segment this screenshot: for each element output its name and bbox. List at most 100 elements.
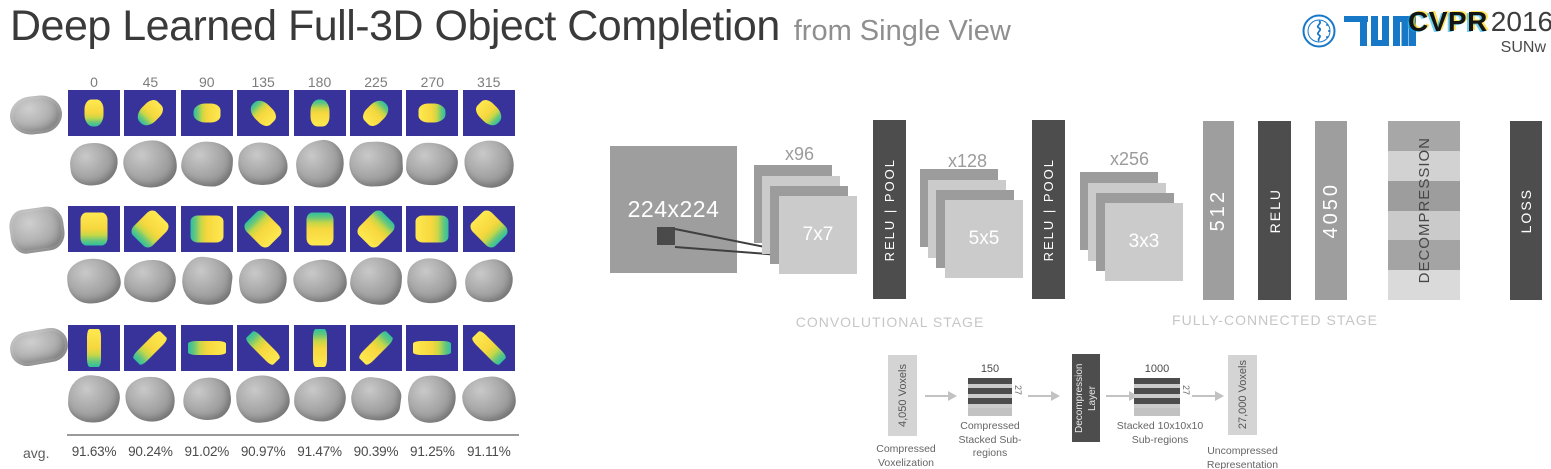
uncompressed-voxels-bar: 27,000 Voxels bbox=[1228, 355, 1257, 435]
depth-render bbox=[190, 215, 224, 243]
depth-map-cell bbox=[349, 90, 402, 136]
reconstructed-mesh bbox=[461, 375, 517, 423]
depth-render bbox=[80, 212, 108, 246]
reconstructed-mesh bbox=[67, 139, 121, 189]
avg-value: 91.11% bbox=[466, 444, 511, 459]
reconstructed-mesh bbox=[180, 140, 234, 188]
arrow-right-icon bbox=[1106, 391, 1138, 401]
avg-value: 91.63% bbox=[71, 444, 117, 459]
depth-map-cell bbox=[68, 90, 120, 136]
depth-map-cell bbox=[124, 90, 177, 136]
tum-logo-group bbox=[1300, 12, 1416, 50]
depth-render bbox=[413, 341, 452, 355]
depth-map-cell bbox=[349, 325, 402, 371]
depth-map-cell bbox=[124, 325, 177, 371]
depth-map-cell bbox=[406, 325, 459, 371]
reconstructed-mesh bbox=[292, 375, 347, 423]
depth-map-cell bbox=[293, 325, 346, 371]
depth-render bbox=[187, 341, 226, 355]
compressed-stack bbox=[968, 378, 1012, 416]
kernel-size-label: 5x5 bbox=[968, 228, 1000, 249]
depth-map-cell bbox=[180, 325, 233, 371]
depth-render bbox=[84, 99, 104, 127]
depth-render bbox=[415, 215, 449, 243]
depth-map-cell bbox=[462, 325, 515, 371]
reconstructed-mesh bbox=[349, 256, 403, 306]
tum-wordmark bbox=[1344, 16, 1416, 46]
avg-value: 90.24% bbox=[128, 444, 173, 459]
reconstructed-mesh bbox=[404, 255, 460, 307]
reconstructed-mesh bbox=[348, 374, 404, 424]
depth-map-cell bbox=[462, 90, 515, 136]
reconstructed-mesh bbox=[235, 374, 291, 424]
fc-stage-label: FULLY-CONNECTED STAGE bbox=[1172, 312, 1378, 328]
depth-map-cell bbox=[180, 206, 233, 252]
uncompressed-stack bbox=[1134, 378, 1180, 416]
angle-label: 90 bbox=[198, 74, 215, 90]
depth-map-cell bbox=[293, 206, 346, 252]
reconstructed-mesh bbox=[180, 374, 234, 424]
depth-render bbox=[467, 207, 510, 251]
reconstructed-mesh bbox=[292, 137, 347, 191]
depth-render bbox=[132, 329, 169, 367]
filter-count-label: x96 bbox=[784, 144, 815, 164]
decompression-layer-bar: Decompression Layer bbox=[1072, 354, 1100, 442]
input-model bbox=[7, 325, 71, 369]
cvpr-name: CVPR bbox=[1408, 6, 1488, 37]
pipeline-caption: Compressed Voxelization bbox=[876, 443, 936, 469]
depth-render bbox=[134, 96, 167, 130]
compressed-voxels-bar: 4,050 Voxels bbox=[888, 355, 917, 436]
reconstructed-mesh bbox=[405, 141, 459, 187]
depth-render bbox=[312, 329, 327, 367]
pipeline-caption: Stacked 10x10x10 Sub-regions bbox=[1116, 420, 1204, 446]
depth-map-cell bbox=[124, 206, 177, 252]
relu-bar: RELU bbox=[1258, 121, 1291, 300]
depth-render bbox=[472, 96, 505, 130]
depth-map-cell bbox=[293, 90, 346, 136]
avg-value: 91.47% bbox=[297, 444, 342, 459]
reconstructed-mesh bbox=[123, 258, 178, 304]
relu-pool-bar: RELU | POOL bbox=[873, 120, 906, 299]
reconstructed-mesh bbox=[179, 254, 235, 308]
reconstructed-mesh bbox=[122, 373, 178, 425]
depth-render bbox=[359, 96, 393, 130]
angle-label: 270 bbox=[420, 74, 445, 90]
depth-render bbox=[418, 103, 446, 123]
reconstructed-mesh bbox=[461, 137, 517, 191]
input-model bbox=[8, 93, 64, 137]
results-divider bbox=[67, 434, 519, 436]
depth-render bbox=[87, 329, 101, 367]
relu-pool-bar: RELU | POOL bbox=[1032, 120, 1065, 299]
arrow-right-icon bbox=[925, 391, 957, 401]
depth-render bbox=[129, 207, 172, 251]
avg-value: 91.02% bbox=[184, 444, 230, 459]
title-text: Deep Learned Full-3D Object Completion bbox=[10, 2, 780, 50]
fc-layer-4050: 4050 bbox=[1315, 121, 1347, 300]
depth-map-cell bbox=[180, 90, 233, 136]
stack-depth-label: 27 bbox=[1013, 385, 1023, 396]
pipeline-caption: Uncompressed Representation bbox=[1206, 445, 1279, 469]
depth-render bbox=[246, 96, 280, 130]
reconstructed-mesh bbox=[67, 374, 121, 424]
depth-map-row bbox=[68, 90, 515, 136]
arrow-right-icon bbox=[1192, 391, 1224, 401]
depth-map-row bbox=[68, 325, 515, 371]
depth-render bbox=[306, 212, 334, 246]
depth-map-cell bbox=[237, 206, 290, 252]
stack-width-label: 150 bbox=[980, 363, 1000, 375]
pipeline-caption: Compressed Stacked Sub-regions bbox=[958, 420, 1022, 460]
filter-count-label: x256 bbox=[1109, 149, 1150, 169]
depth-map-cell bbox=[349, 206, 402, 252]
depth-map-row bbox=[68, 206, 515, 252]
depth-map-cell bbox=[462, 206, 515, 252]
decompression-pipeline: 4,050 Voxels Compressed Voxelization 150… bbox=[860, 340, 1340, 469]
conv-filter-stack: 7x7 bbox=[754, 165, 858, 274]
reconstructed-mesh bbox=[235, 139, 291, 189]
filter-count-label: x128 bbox=[947, 151, 988, 171]
conv-stage-label: CONVOLUTIONAL STAGE bbox=[795, 314, 985, 330]
kernel-size-label: 3x3 bbox=[1128, 231, 1160, 252]
reconstructed-mesh bbox=[462, 256, 516, 306]
